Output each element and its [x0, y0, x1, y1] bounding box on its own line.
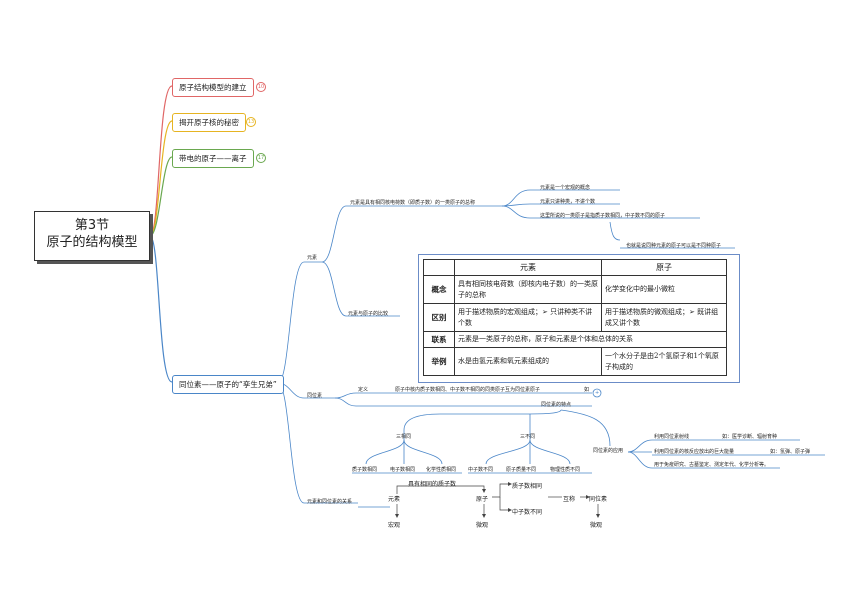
branch-relation[interactable]: 元素和同位素的关系 — [307, 499, 353, 505]
root-node[interactable]: 第3节 原子的结构模型 — [34, 211, 150, 261]
page-number-badge[interactable]: 10 — [256, 82, 266, 92]
page-number-badge[interactable]: 17 — [256, 153, 266, 163]
flow-element: 元素 — [388, 496, 401, 503]
table-cell: 用于描述物质的宏观组成；➢ 只讲种类不讲个数 — [454, 303, 602, 332]
isotope-def-label[interactable]: 定义 — [358, 387, 369, 393]
table-row: 联系 元素是一类原子的总称，原子和元素是个体和总体的关系 — [423, 331, 727, 348]
topic-ions[interactable]: 带电的原子——离子 — [172, 149, 254, 168]
three-diff[interactable]: 三不同 — [520, 434, 536, 440]
topic-label: 带电的原子——离子 — [179, 154, 247, 163]
diff-item[interactable]: 中子数不同 — [468, 467, 494, 473]
table-header-row: 元素 原子 — [423, 259, 727, 276]
table-header-cell: 元素 — [454, 259, 602, 276]
flow-isotope: 同位素 — [589, 496, 608, 503]
isotope-features[interactable]: 同位素的特点 — [541, 402, 572, 408]
row-head: 区别 — [423, 303, 455, 332]
table-row: 概念 具有相同核电荷数（即核内电子数）的一类原子的总称 化学变化中的最小微粒 — [423, 275, 727, 304]
topic-isotope[interactable]: 同位素——原子的“孪生兄弟” — [172, 375, 284, 394]
isotope-definition[interactable]: 原子中核内质子数相同、中子数不相同的同类原子互为同位素原子 — [395, 387, 541, 393]
row-head: 概念 — [423, 275, 455, 304]
flow-proton-same: 质子数相同 — [512, 483, 543, 490]
topic-label: 揭开原子核的秘密 — [179, 118, 239, 127]
table-cell: 化学变化中的最小微粒 — [601, 275, 727, 304]
row-head: 举例 — [423, 347, 455, 376]
topic-atomic-model[interactable]: 原子结构模型的建立 — [172, 78, 254, 97]
same-item[interactable]: 化学性质相同 — [426, 467, 457, 473]
element-note[interactable]: 元素只讲种类，不讲个数 — [540, 199, 596, 205]
flow-atom: 原子 — [476, 496, 489, 503]
table-header-cell — [423, 259, 455, 276]
branch-element[interactable]: 元素 — [307, 255, 318, 261]
topic-label: 原子结构模型的建立 — [179, 83, 247, 92]
diff-item[interactable]: 原子质量不同 — [506, 467, 537, 473]
table-cell: 用于描述物质的微观组成；➢ 既讲组成又讲个数 — [601, 303, 727, 332]
application-example[interactable]: 如：氢弹、原子弹 — [770, 449, 811, 455]
application-item[interactable]: 利用同位素射线 — [654, 434, 690, 440]
flow-mutual: 互称 — [563, 496, 576, 503]
same-item[interactable]: 电子数相同 — [390, 467, 416, 473]
branch-isotope[interactable]: 同位素 — [307, 393, 323, 399]
table-cell: 水是由氢元素和氧元素组成的 — [454, 347, 602, 376]
table-header-cell: 原子 — [601, 259, 727, 276]
table-cell: 具有相同核电荷数（即核内电子数）的一类原子的总称 — [454, 275, 602, 304]
three-same[interactable]: 三相同 — [396, 434, 412, 440]
isotope-applications[interactable]: 同位素的应用 — [593, 448, 624, 454]
element-note[interactable]: 这里所说的一类原子是指质子数相同，中子数不同的原子 — [540, 213, 666, 219]
table-row: 区别 用于描述物质的宏观组成；➢ 只讲种类不讲个数 用于描述物质的微观组成；➢ … — [423, 303, 727, 332]
diff-item[interactable]: 物理性质不同 — [550, 467, 581, 473]
element-subnote[interactable]: 也就是说同种元素的原子可以是不同种原子 — [626, 243, 722, 249]
application-example[interactable]: 如：医学诊断、辐射育种 — [722, 434, 778, 440]
application-item[interactable]: 用于免疫研究、古墓鉴定、测定年代、化学分析等。 — [654, 462, 770, 468]
isotope-def-example[interactable]: 如 — [584, 387, 590, 393]
compare-table: 元素 原子 概念 具有相同核电荷数（即核内电子数）的一类原子的总称 化学变化中的… — [423, 259, 727, 376]
root-title-line2: 原子的结构模型 — [46, 235, 138, 250]
topic-nucleus-secret[interactable]: 揭开原子核的秘密 — [172, 113, 246, 132]
root-title-line1: 第3节 — [74, 218, 110, 233]
expand-circle-icon[interactable]: + — [595, 390, 600, 396]
element-note[interactable]: 元素是一个宏观的概念 — [540, 185, 591, 191]
flow-same-proton: 具有相同的质子数 — [408, 481, 457, 488]
table-cell: 一个水分子是由2个氢原子和1个氧原子构成的 — [601, 347, 727, 376]
flow-macro: 宏观 — [388, 522, 401, 529]
application-item[interactable]: 利用同位素的核反应放出的巨大能量 — [654, 449, 735, 455]
table-cell: 元素是一类原子的总称，原子和元素是个体和总体的关系 — [454, 331, 727, 348]
flow-micro: 微观 — [590, 522, 603, 529]
page-number-badge[interactable]: 13 — [246, 117, 256, 127]
topic-label: 同位素——原子的“孪生兄弟” — [179, 380, 277, 389]
same-item[interactable]: 质子数相同 — [352, 467, 378, 473]
flow-micro: 微观 — [476, 522, 489, 529]
flow-neutron-diff: 中子数不同 — [512, 509, 543, 516]
element-definition[interactable]: 元素是具有相同核电荷数（即质子数）的一类原子的总称 — [350, 200, 476, 206]
row-head: 联系 — [423, 331, 455, 348]
table-frame — [418, 254, 740, 383]
table-row: 举例 水是由氢元素和氧元素组成的 一个水分子是由2个氢原子和1个氧原子构成的 — [423, 347, 727, 376]
element-atom-compare[interactable]: 元素与原子的比较 — [348, 311, 389, 317]
